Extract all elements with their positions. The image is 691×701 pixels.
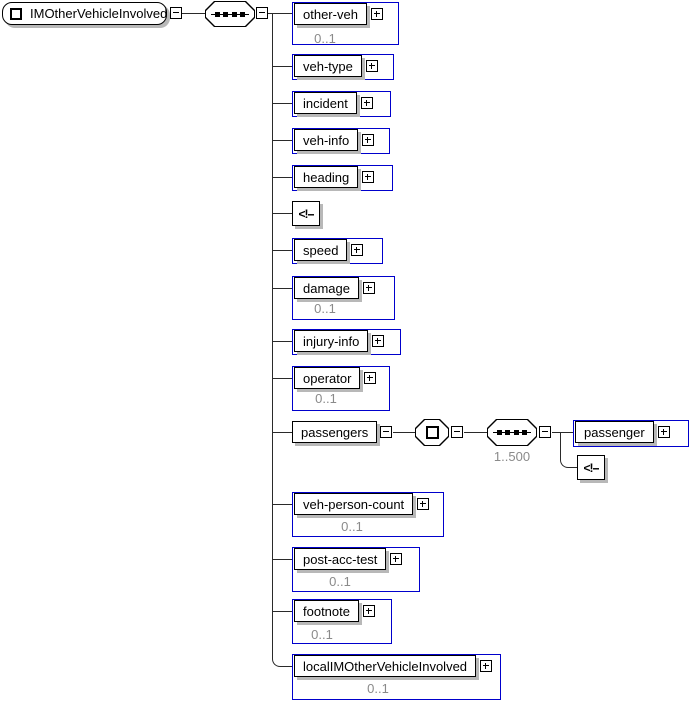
expand-plus-icon[interactable] bbox=[364, 372, 377, 384]
element-box-veh-person-count[interactable]: veh-person-count bbox=[294, 493, 414, 515]
expand-plus-icon[interactable] bbox=[480, 660, 493, 672]
element-square-icon bbox=[426, 426, 439, 439]
element-node-injury-info[interactable]: injury-info bbox=[294, 330, 385, 352]
element-node-heading[interactable]: heading bbox=[294, 166, 375, 188]
connector-line bbox=[272, 250, 292, 251]
expand-plus-icon[interactable] bbox=[417, 498, 430, 510]
element-node-operator[interactable]: operator bbox=[294, 367, 377, 389]
element-node-speed[interactable]: speed bbox=[294, 239, 364, 261]
expand-plus-icon[interactable] bbox=[362, 134, 375, 146]
root-element-node[interactable]: IMOtherVehicleInvolved bbox=[2, 2, 167, 25]
sequence-icon-inner bbox=[206, 2, 254, 26]
occurrence-label: 1..500 bbox=[493, 449, 531, 464]
element-node-veh-type[interactable]: veh-type bbox=[294, 55, 378, 77]
element-node-footnote[interactable]: footnote bbox=[294, 600, 375, 622]
connector-line bbox=[272, 341, 292, 342]
connector-line bbox=[552, 432, 573, 433]
expand-plus-icon[interactable] bbox=[362, 171, 375, 183]
element-box-localIMOtherVehicleInvolved[interactable]: localIMOtherVehicleInvolved bbox=[294, 655, 477, 677]
element-node-passengers[interactable]: passengers bbox=[292, 421, 378, 443]
occurrence-label: 0..1 bbox=[367, 681, 389, 696]
collapse-minus-icon[interactable] bbox=[170, 7, 182, 19]
sequence-icon[interactable] bbox=[205, 1, 255, 27]
element-node-localIMOtherVehicleInvolved[interactable]: localIMOtherVehicleInvolved bbox=[294, 655, 493, 677]
element-box-post-acc-test[interactable]: post-acc-test bbox=[294, 548, 387, 570]
connector-line bbox=[272, 611, 292, 612]
connector-line bbox=[272, 66, 292, 67]
connector-line bbox=[560, 433, 561, 459]
element-box-incident[interactable]: incident bbox=[294, 92, 357, 114]
connector-elbow bbox=[272, 658, 282, 667]
expand-plus-icon[interactable] bbox=[362, 282, 375, 294]
connector-line bbox=[272, 288, 292, 289]
element-node-post-acc-test[interactable]: post-acc-test bbox=[294, 548, 403, 570]
occurrence-label: 0..1 bbox=[314, 301, 336, 316]
comment-node[interactable]: <!-- bbox=[292, 201, 320, 226]
expand-plus-icon[interactable] bbox=[363, 605, 375, 617]
element-square-icon bbox=[10, 7, 22, 20]
element-node-passenger[interactable]: passenger bbox=[575, 421, 670, 443]
expand-plus-icon[interactable] bbox=[390, 553, 403, 565]
element-box-passenger[interactable]: passenger bbox=[575, 421, 654, 443]
expand-plus-icon[interactable] bbox=[372, 335, 385, 347]
connector-trunk bbox=[272, 13, 273, 658]
collapse-minus-icon[interactable] bbox=[256, 7, 268, 19]
connector-line bbox=[181, 13, 205, 14]
element-node-veh-person-count[interactable]: veh-person-count bbox=[294, 493, 430, 515]
element-box-footnote[interactable]: footnote bbox=[294, 600, 359, 622]
root-element-label: IMOtherVehicleInvolved bbox=[30, 6, 168, 21]
element-box-heading[interactable]: heading bbox=[294, 166, 359, 188]
connector-line bbox=[272, 559, 292, 560]
sequence-glyph bbox=[497, 430, 527, 435]
content-model-icon-inner bbox=[416, 420, 448, 445]
expand-plus-icon[interactable] bbox=[370, 8, 383, 20]
occurrence-label: 0..1 bbox=[315, 391, 337, 406]
element-node-damage[interactable]: damage bbox=[294, 277, 375, 299]
content-model-icon[interactable] bbox=[415, 419, 449, 446]
expand-plus-icon[interactable] bbox=[351, 244, 364, 256]
connector-line bbox=[281, 666, 292, 667]
element-box-other-veh[interactable]: other-veh bbox=[294, 3, 367, 25]
element-node-incident[interactable]: incident bbox=[294, 92, 373, 114]
occurrence-label: 0..1 bbox=[329, 574, 351, 589]
connector-line bbox=[272, 504, 292, 505]
element-box-veh-info[interactable]: veh-info bbox=[294, 129, 359, 151]
connector-line bbox=[393, 432, 415, 433]
collapse-minus-icon[interactable] bbox=[380, 426, 392, 438]
element-box-speed[interactable]: speed bbox=[294, 239, 348, 261]
connector-line bbox=[272, 103, 292, 104]
element-box-injury-info[interactable]: injury-info bbox=[294, 330, 369, 352]
sequence-icon-inner bbox=[488, 420, 536, 445]
connector-line bbox=[272, 213, 292, 214]
element-box-veh-type[interactable]: veh-type bbox=[294, 55, 362, 77]
element-node-veh-info[interactable]: veh-info bbox=[294, 129, 375, 151]
collapse-minus-icon[interactable] bbox=[451, 426, 463, 438]
comment-node[interactable]: <!-- bbox=[577, 455, 605, 480]
connector-line bbox=[569, 467, 577, 468]
occurrence-label: 0..1 bbox=[341, 519, 363, 534]
expand-plus-icon[interactable] bbox=[360, 97, 373, 109]
sequence-icon[interactable] bbox=[487, 419, 537, 446]
connector-line bbox=[272, 432, 292, 433]
connector-line bbox=[464, 432, 487, 433]
connector-line bbox=[272, 177, 292, 178]
element-box-passengers[interactable]: passengers bbox=[292, 421, 378, 443]
element-node-other-veh[interactable]: other-veh bbox=[294, 3, 383, 25]
sequence-glyph bbox=[215, 12, 245, 17]
occurrence-label: 0..1 bbox=[314, 31, 336, 46]
connector-line bbox=[272, 140, 292, 141]
element-box-damage[interactable]: damage bbox=[294, 277, 359, 299]
expand-plus-icon[interactable] bbox=[657, 426, 670, 438]
element-box-operator[interactable]: operator bbox=[294, 367, 361, 389]
occurrence-label: 0..1 bbox=[311, 627, 333, 642]
connector-elbow bbox=[560, 459, 570, 468]
expand-plus-icon[interactable] bbox=[365, 60, 378, 72]
collapse-minus-icon[interactable] bbox=[539, 426, 551, 438]
connector-line bbox=[272, 378, 292, 379]
connector-line bbox=[268, 13, 292, 14]
